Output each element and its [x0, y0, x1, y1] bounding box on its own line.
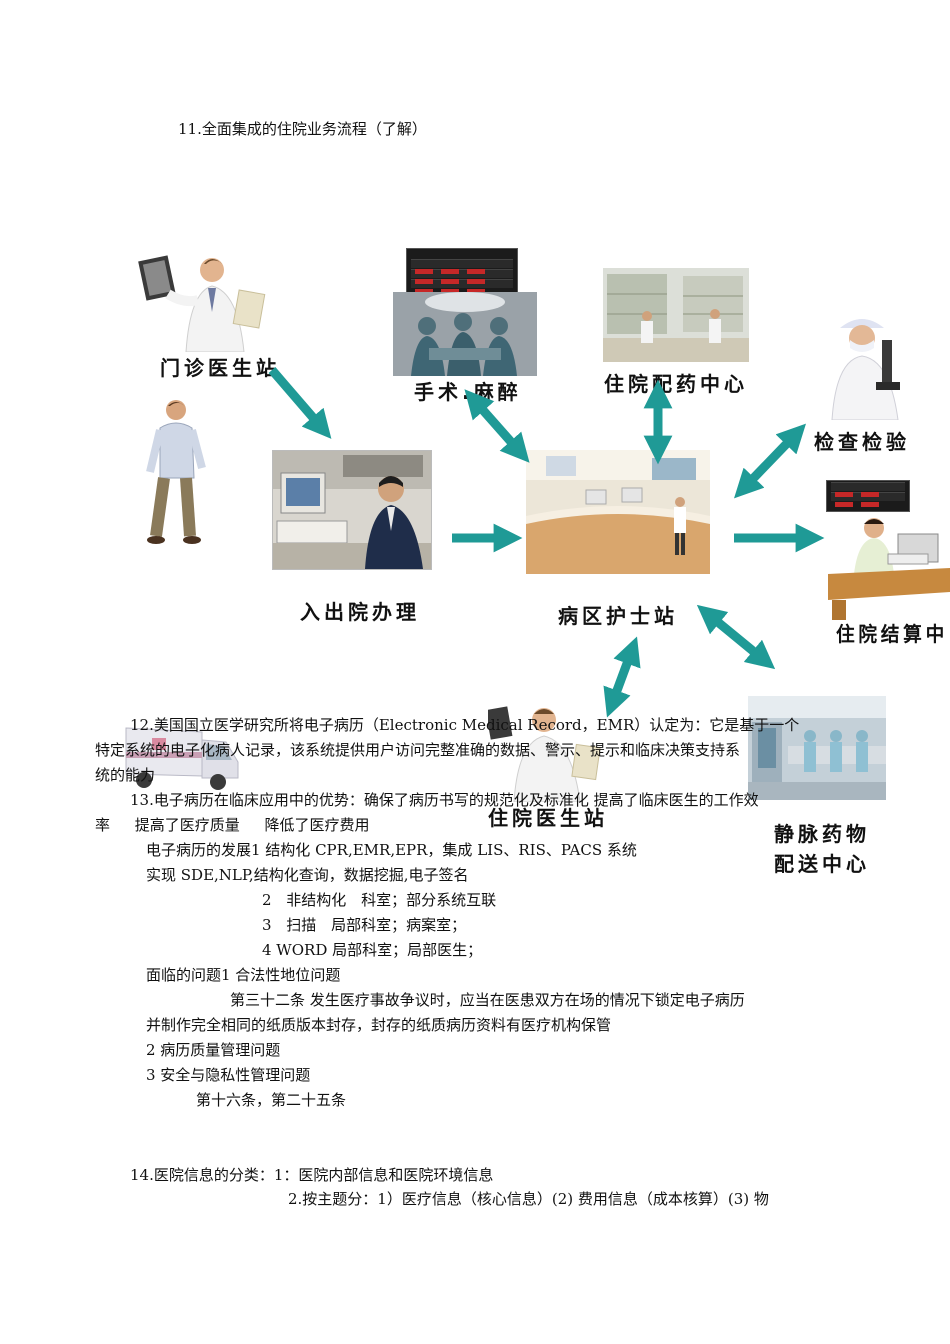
- node-ward-doctor-station: 住院医生站: [488, 806, 608, 830]
- emr-issues-line-1: 面临的问题1 合法性地位问题: [146, 966, 341, 984]
- emr-issues-line-3: 并制作完全相同的纸质版本封存，封存的纸质病历资料有医疗机构保管: [146, 1016, 612, 1034]
- inpatient-workflow-diagram: 门诊医生站: [0, 230, 950, 890]
- emr-development-line-2: 实现 SDE,NLP,结构化查询，数据挖掘,电子签名: [146, 866, 469, 884]
- section-13-line-2: 率 提高了医疗质量 降低了医疗费用: [95, 816, 370, 834]
- ward-doctor-photo: [488, 698, 614, 802]
- emr-development-line-3: 2 非结构化 科室；部分系统互联: [262, 891, 497, 909]
- section-13-line-1: 13.电子病历在临床应用中的优势：确保了病历书写的规范化及标准化 提高了临床医生…: [130, 791, 759, 809]
- outpatient-doctor-photo: [128, 252, 278, 352]
- emr-development-line-1: 电子病历的发展1 结构化 CPR,EMR,EPR，集成 LIS、RIS、PACS…: [146, 841, 637, 859]
- node-inpatient-billing: 住院结算中: [836, 622, 948, 646]
- emr-issues-line-5: 3 安全与隐私性管理问题: [146, 1066, 311, 1084]
- node-admission-discharge: 入出院办理: [300, 600, 420, 624]
- node-outpatient-doctor-station: 门诊医生站: [160, 356, 280, 380]
- pharmacy-photo: [603, 268, 749, 362]
- arrow-nurse-iv-center: [696, 604, 776, 670]
- emr-development-line-4: 3 扫描 局部科室；病案室；: [262, 916, 467, 934]
- billing-counter-photo: [828, 514, 950, 620]
- led-queue-board-icon: [406, 248, 518, 294]
- led-queue-board-icon: [826, 480, 910, 512]
- workflow-arrows: [268, 367, 825, 718]
- node-iv-drug-line2: 配送中心: [774, 852, 870, 876]
- person-walking-icon: [146, 398, 208, 548]
- ambulance-icon: [122, 722, 242, 792]
- section-14-line-2: 2.按主题分：1）医疗信息（核心信息）(2) 费用信息（成本核算）(3) 物: [288, 1190, 769, 1208]
- section-12-line-1: 12.美国国立医学研究所将电子病历（Electronic Medical Rec…: [130, 716, 800, 734]
- admission-office-photo: [272, 450, 432, 570]
- emr-issues-line-4: 2 病历质量管理问题: [146, 1041, 281, 1059]
- arrow-surgery-nurse: [464, 389, 530, 463]
- arrow-lab-nurse: [734, 423, 806, 499]
- emr-issues-line-6: 第十六条，第二十五条: [196, 1091, 347, 1109]
- node-inpatient-pharmacy: 住院配药中心: [604, 372, 748, 396]
- node-ward-nurse-station: 病区护士站: [558, 604, 678, 628]
- lab-technician-photo: [828, 310, 908, 420]
- section-12-line-3: 统的能力: [95, 766, 156, 784]
- node-iv-drug-line1: 静脉药物: [774, 822, 870, 846]
- emr-issues-line-2: 第三十二条 发生医疗事故争议时，应当在医患双方在场的情况下锁定电子病历: [230, 991, 745, 1009]
- section-11-heading: 11.全面集成的住院业务流程（了解）: [178, 120, 427, 138]
- iv-dispensing-center-photo: [748, 696, 886, 800]
- arrow-nurse-doctor: [603, 636, 641, 718]
- surgery-room-photo: [393, 292, 537, 376]
- node-examination-lab: 检查检验: [814, 430, 910, 454]
- section-12-line-2: 特定系统的电子化病人记录，该系统提供用户访问完整准确的数据、警示、提示和临床决策…: [95, 741, 741, 759]
- emr-development-line-5: 4 WORD 局部科室；局部医生；: [262, 941, 483, 959]
- section-14-line-1: 14.医院信息的分类：1：医院内部信息和医院环境信息: [130, 1166, 494, 1184]
- arrow-outpatient-to-admission: [268, 367, 332, 439]
- nurse-station-photo: [526, 450, 710, 574]
